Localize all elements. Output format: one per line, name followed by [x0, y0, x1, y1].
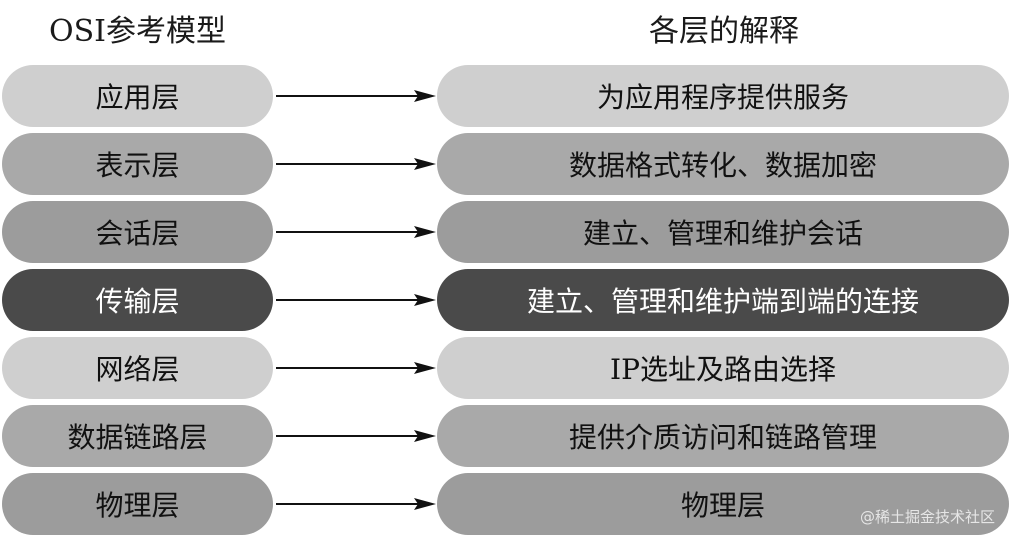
- layer-description-pill: 为应用程序提供服务: [437, 65, 1009, 127]
- layer-description-pill: IP选址及路由选择: [437, 337, 1009, 399]
- layer-name-pill: 应用层: [2, 65, 273, 127]
- arrow-icon: [276, 362, 436, 374]
- layer-name-pill: 传输层: [2, 269, 273, 331]
- layer-description-pill: 建立、管理和维护会话: [437, 201, 1009, 263]
- explanation-header: 各层的解释: [649, 14, 799, 49]
- watermark: @稀土掘金技术社区: [859, 508, 995, 526]
- layer-row: 传输层 建立、管理和维护端到端的连接: [0, 269, 1011, 331]
- layer-description-pill: 提供介质访问和链路管理: [437, 405, 1009, 467]
- arrow-icon: [276, 498, 436, 510]
- layer-row: 应用层 为应用程序提供服务: [0, 65, 1011, 127]
- osi-model-header: OSI参考模型: [49, 14, 226, 49]
- layer-row: 数据链路层 提供介质访问和链路管理: [0, 405, 1011, 467]
- arrow-icon: [276, 430, 436, 442]
- layer-name-pill: 数据链路层: [2, 405, 273, 467]
- layer-row: 表示层 数据格式转化、数据加密: [0, 133, 1011, 195]
- layer-rows: 应用层为应用程序提供服务表示层数据格式转化、数据加密会话层建立、管理和维护会话传…: [0, 65, 1011, 541]
- layer-name-pill: 网络层: [2, 337, 273, 399]
- arrow-icon: [276, 226, 436, 238]
- arrow-icon: [276, 158, 436, 170]
- arrow-icon: [276, 90, 436, 102]
- arrow-icon: [276, 294, 436, 306]
- layer-name-pill: 表示层: [2, 133, 273, 195]
- layer-row: 物理层 物理层: [0, 473, 1011, 535]
- layer-description-pill: 数据格式转化、数据加密: [437, 133, 1009, 195]
- layer-row: 网络层 IP选址及路由选择: [0, 337, 1011, 399]
- layer-description-pill: 物理层: [437, 473, 1009, 535]
- layer-row: 会话层 建立、管理和维护会话: [0, 201, 1011, 263]
- layer-description-pill: 建立、管理和维护端到端的连接: [437, 269, 1009, 331]
- layer-name-pill: 物理层: [2, 473, 273, 535]
- layer-name-pill: 会话层: [2, 201, 273, 263]
